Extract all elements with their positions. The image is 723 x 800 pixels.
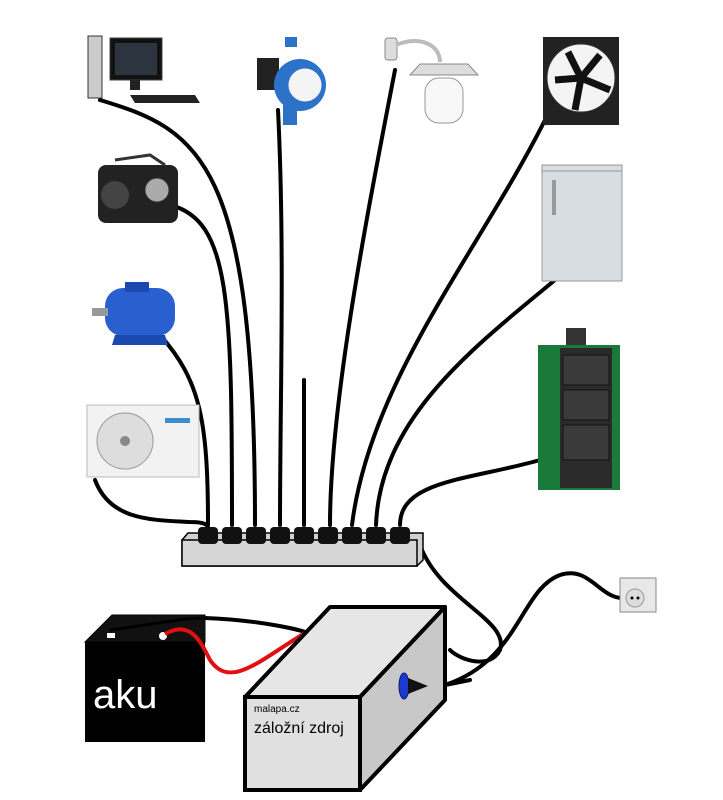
plug (318, 527, 338, 544)
wall-lamp-icon (384, 37, 480, 124)
radio-icon (98, 153, 178, 223)
battery-label: aku (93, 673, 158, 717)
ups-box: malapa.cz záložní zdroj (243, 605, 447, 792)
plug (366, 527, 386, 544)
circulation-pump-icon (257, 37, 326, 125)
box-label: záložní zdroj (254, 720, 344, 737)
computer-icon (87, 35, 200, 103)
power-strip (181, 527, 424, 567)
plug (246, 527, 266, 544)
plug (294, 527, 314, 544)
plug (390, 527, 410, 544)
fan-icon (543, 37, 619, 125)
air-conditioner-icon (86, 404, 200, 478)
plug (270, 527, 290, 544)
power-button[interactable] (398, 672, 410, 700)
cables (93, 68, 627, 690)
plug (198, 527, 218, 544)
battery: aku (83, 614, 206, 742)
boiler-icon (538, 328, 620, 490)
plug (342, 527, 362, 544)
wall-outlet-icon (619, 577, 657, 613)
electric-motor-icon (92, 282, 175, 345)
plug (222, 527, 242, 544)
fridge-icon (541, 164, 623, 282)
positive-cable (164, 627, 307, 675)
site-label: malapa.cz (254, 704, 300, 715)
